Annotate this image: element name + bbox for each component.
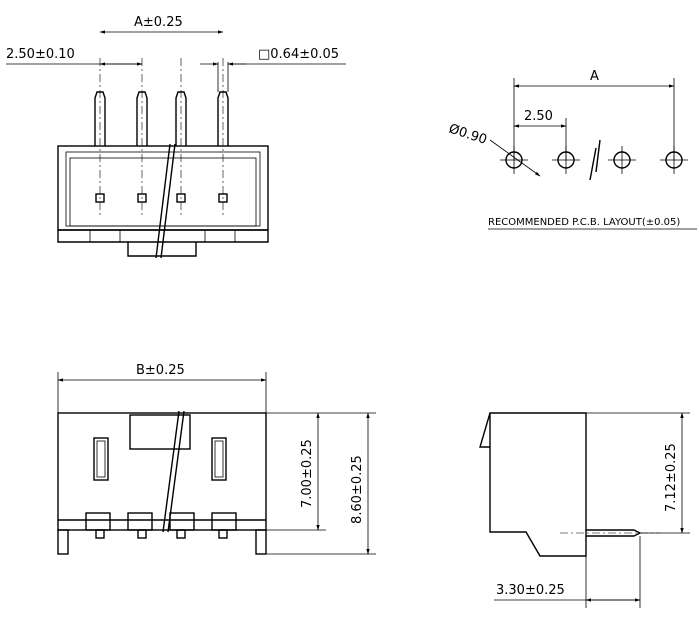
top-housing: [57, 412, 267, 531]
height-dim-2-label: 8.60±0.25: [350, 455, 365, 524]
pin-size-label: □0.64±0.05: [258, 47, 339, 62]
pcb-holes: [500, 146, 688, 174]
side-view: 7.12±0.25 3.30±0.25: [479, 412, 690, 608]
top-view: B±0.25 7.00±0.25 8.60±0.25: [57, 363, 376, 555]
front-terminals: [95, 193, 228, 203]
pitch-dim-label: A±0.25: [134, 15, 183, 30]
width-dim-label: B±0.25: [136, 363, 185, 378]
front-pins: [94, 91, 229, 146]
front-view: A±0.25 2.50±0.10 □0.64±0.05: [6, 15, 346, 259]
pcb-caption: RECOMMENDED P.C.B. LAYOUT(±0.05): [488, 217, 680, 228]
pcb-layout: A 2.50 Ø0.90 RECOMMENDED P.C.B. LAYO: [447, 69, 697, 230]
pcb-span-label: A: [590, 69, 599, 84]
side-height-label: 7.12±0.25: [664, 443, 679, 512]
side-housing: [489, 412, 587, 557]
front-housing: [57, 145, 269, 231]
pitch-tolerance-label: 2.50±0.10: [6, 47, 75, 62]
pin-offset-label: 3.30±0.25: [496, 583, 565, 598]
pcb-pitch-label: 2.50: [524, 109, 553, 124]
hole-diameter-label: Ø0.90: [447, 122, 489, 148]
height-dim-1-label: 7.00±0.25: [300, 439, 315, 508]
